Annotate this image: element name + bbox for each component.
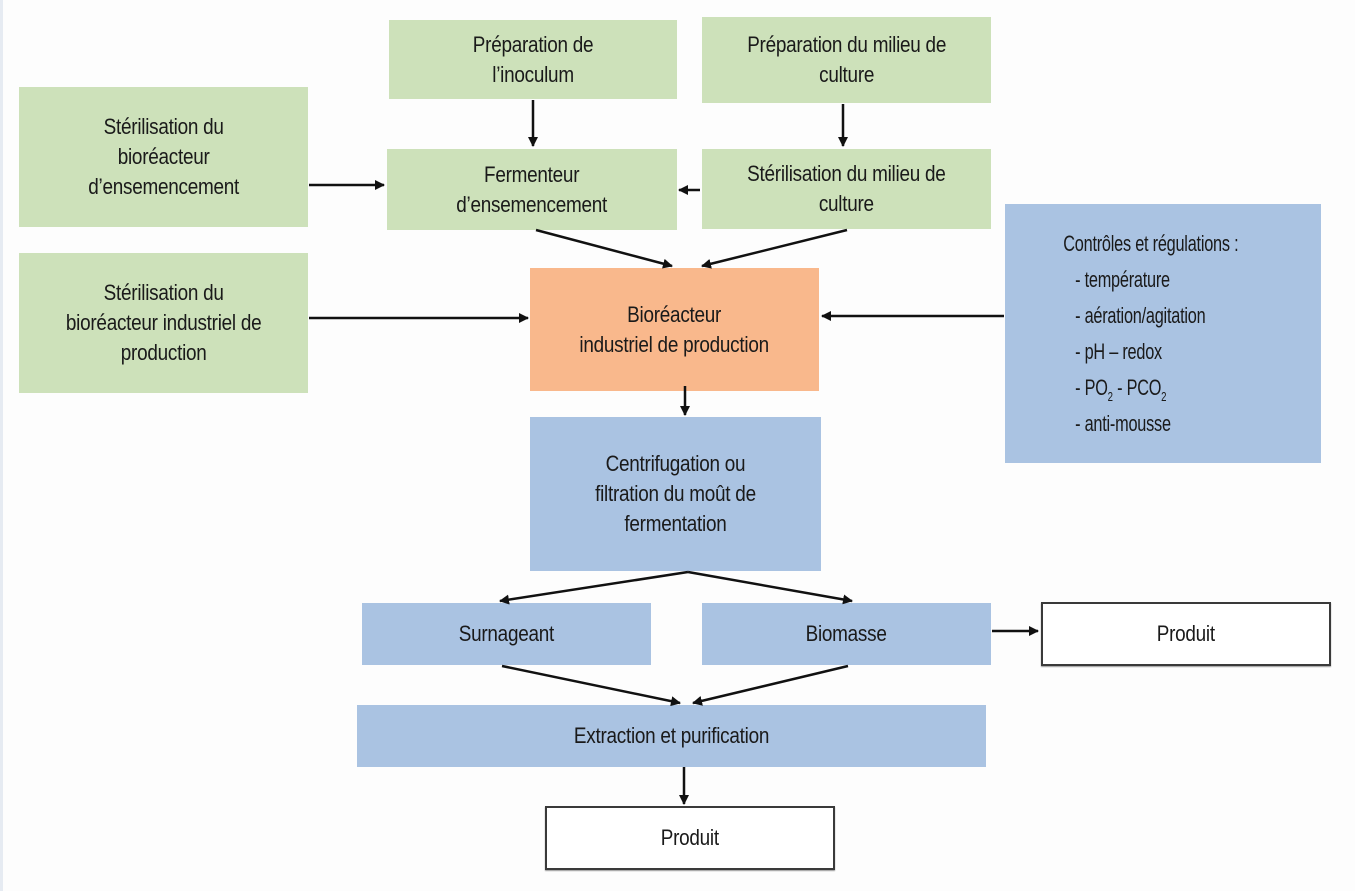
node-sterilisation-bioreacteur-ensemencement: Stérilisation du bioréacteur d’ensemence…	[19, 87, 308, 227]
node-label: Stérilisation du bioréacteur industriel …	[65, 280, 262, 365]
arrow-biomasse-to-extraction	[692, 664, 849, 706]
gas-o2-label: - PO	[1075, 374, 1108, 400]
node-preparation-milieu: Préparation du milieu de culture	[702, 17, 991, 103]
control-item: - aération/agitation	[1075, 302, 1206, 328]
node-preparation-inoculum: Préparation de l’inoculum	[389, 20, 677, 99]
arrow-fermenteur-to-bioreacteur	[535, 228, 673, 269]
node-label: Stérilisation du milieu de culture	[747, 161, 946, 216]
node-label: Préparation du milieu de culture	[747, 32, 946, 87]
page-edge	[0, 0, 3, 891]
arrow-centrifugation-to-surnageant	[499, 570, 689, 605]
node-label: Bioréacteur industriel de production	[579, 301, 770, 357]
node-produit-biomasse: Produit	[1041, 602, 1331, 666]
arrow-centrifugation-to-biomasse	[687, 570, 853, 605]
control-item: - anti-mousse	[1075, 410, 1171, 436]
node-extraction-purification: Extraction et purification	[357, 705, 986, 767]
node-label: Surnageant	[458, 621, 555, 646]
arrow-surnageant-to-extraction	[501, 664, 681, 707]
control-item-gases: - PO2 - PCO2	[1063, 370, 1238, 406]
node-label: Centrifugation ou filtration du moût de …	[595, 451, 756, 536]
node-bioreacteur-industriel: Bioréacteur industriel de production	[530, 268, 819, 391]
node-centrifugation-filtration: Centrifugation ou filtration du moût de …	[530, 417, 821, 571]
node-controles-regulations: Contrôles et régulations : - température…	[1005, 204, 1321, 463]
arrow-steril-milieu-to-bioreacteur	[701, 228, 848, 269]
node-sterilisation-milieu: Stérilisation du milieu de culture	[702, 149, 991, 229]
node-produit-final: Produit	[545, 806, 835, 870]
controls-title: Contrôles et régulations :	[1063, 230, 1239, 256]
node-label: Stérilisation du bioréacteur d’ensemence…	[88, 114, 239, 199]
node-label: Produit	[660, 825, 720, 850]
node-sterilisation-bioreacteur-industriel: Stérilisation du bioréacteur industriel …	[19, 253, 308, 393]
node-label: Biomasse	[805, 621, 887, 646]
control-item: - pH – redox	[1075, 338, 1162, 364]
node-label: Fermenteur d’ensemencement	[456, 161, 608, 217]
node-label: Produit	[1156, 621, 1216, 646]
node-fermenteur-ensemencement: Fermenteur d’ensemencement	[387, 149, 677, 230]
node-biomasse: Biomasse	[702, 603, 991, 665]
node-surnageant: Surnageant	[362, 603, 651, 665]
control-item: - température	[1075, 266, 1170, 292]
subscript: 2	[1107, 388, 1113, 404]
subscript: 2	[1161, 388, 1167, 404]
node-label: Préparation de l’inoculum	[472, 31, 594, 87]
node-label: Extraction et purification	[573, 723, 770, 748]
gas-co2-label: - PCO	[1112, 374, 1162, 400]
